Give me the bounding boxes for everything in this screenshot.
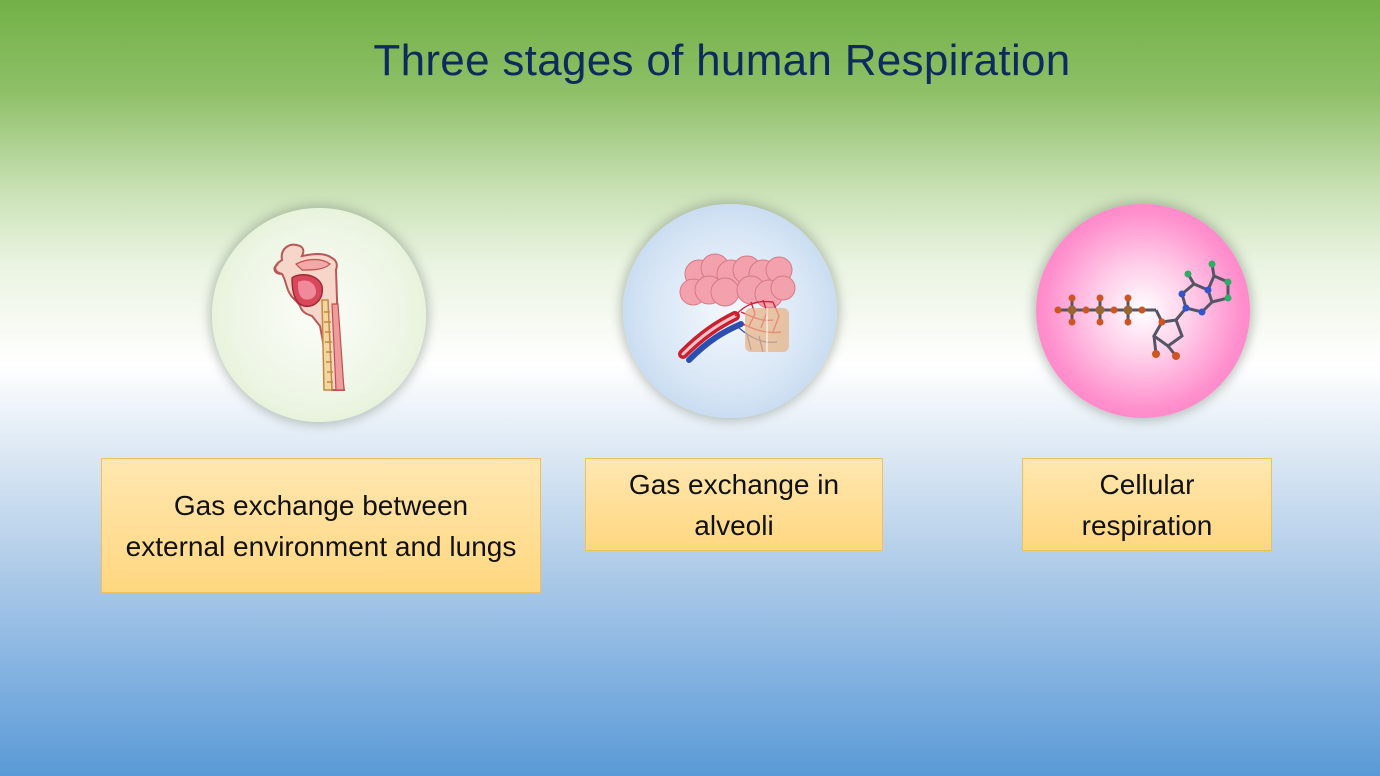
slide-title: Three stages of human Respiration [373, 36, 1071, 85]
stage-3-label: Cellular respiration [1022, 458, 1272, 551]
stage-2-circle [623, 204, 837, 418]
stage-1-circle [212, 208, 426, 422]
stage-2-label: Gas exchange in alveoli [585, 458, 883, 551]
respiratory-tract-icon [273, 243, 346, 391]
stage-3-circle [1036, 204, 1250, 418]
atp-molecule-icon [1054, 260, 1232, 360]
stage-1-label: Gas exchange between external environmen… [101, 458, 541, 593]
alveoli-icon [678, 253, 796, 363]
